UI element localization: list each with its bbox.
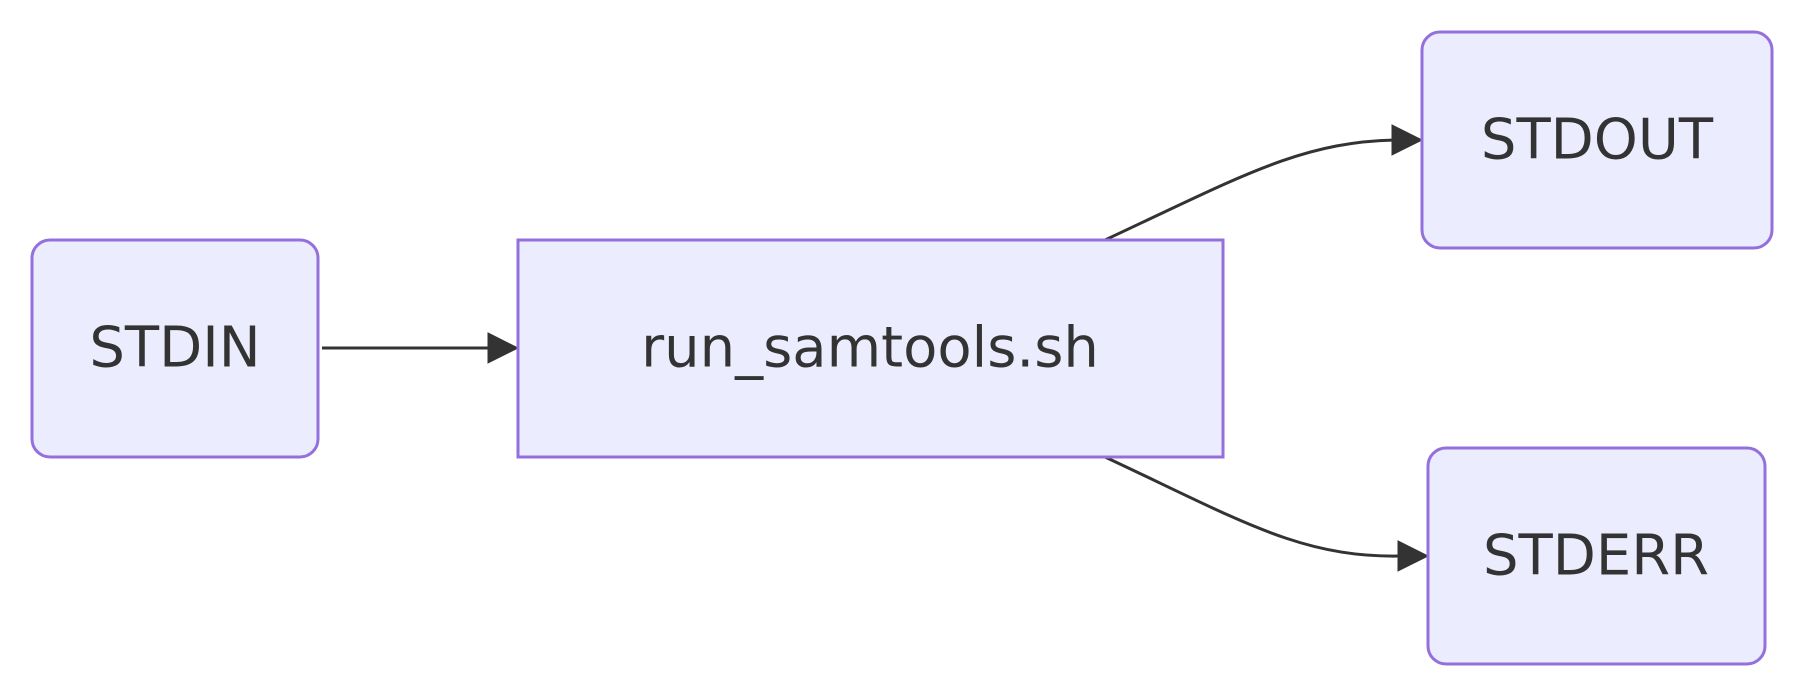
node-stdin-label: STDIN	[89, 316, 260, 381]
node-stdout-label: STDOUT	[1481, 108, 1714, 173]
node-stdout: STDOUT	[1420, 30, 1774, 250]
node-stderr: STDERR	[1426, 446, 1767, 666]
arrowhead-icon	[1397, 540, 1430, 572]
node-script: run_samtools.sh	[516, 238, 1225, 459]
edge-script-to-stdout	[1104, 124, 1424, 242]
node-stdin: STDIN	[30, 238, 320, 459]
edge-script-to-stderr	[1104, 455, 1430, 572]
node-script-label: run_samtools.sh	[641, 316, 1099, 381]
arrowhead-icon	[1391, 124, 1424, 156]
edge-stdin-to-script	[322, 332, 520, 364]
arrowhead-icon	[487, 332, 520, 364]
node-stderr-label: STDERR	[1483, 524, 1709, 589]
